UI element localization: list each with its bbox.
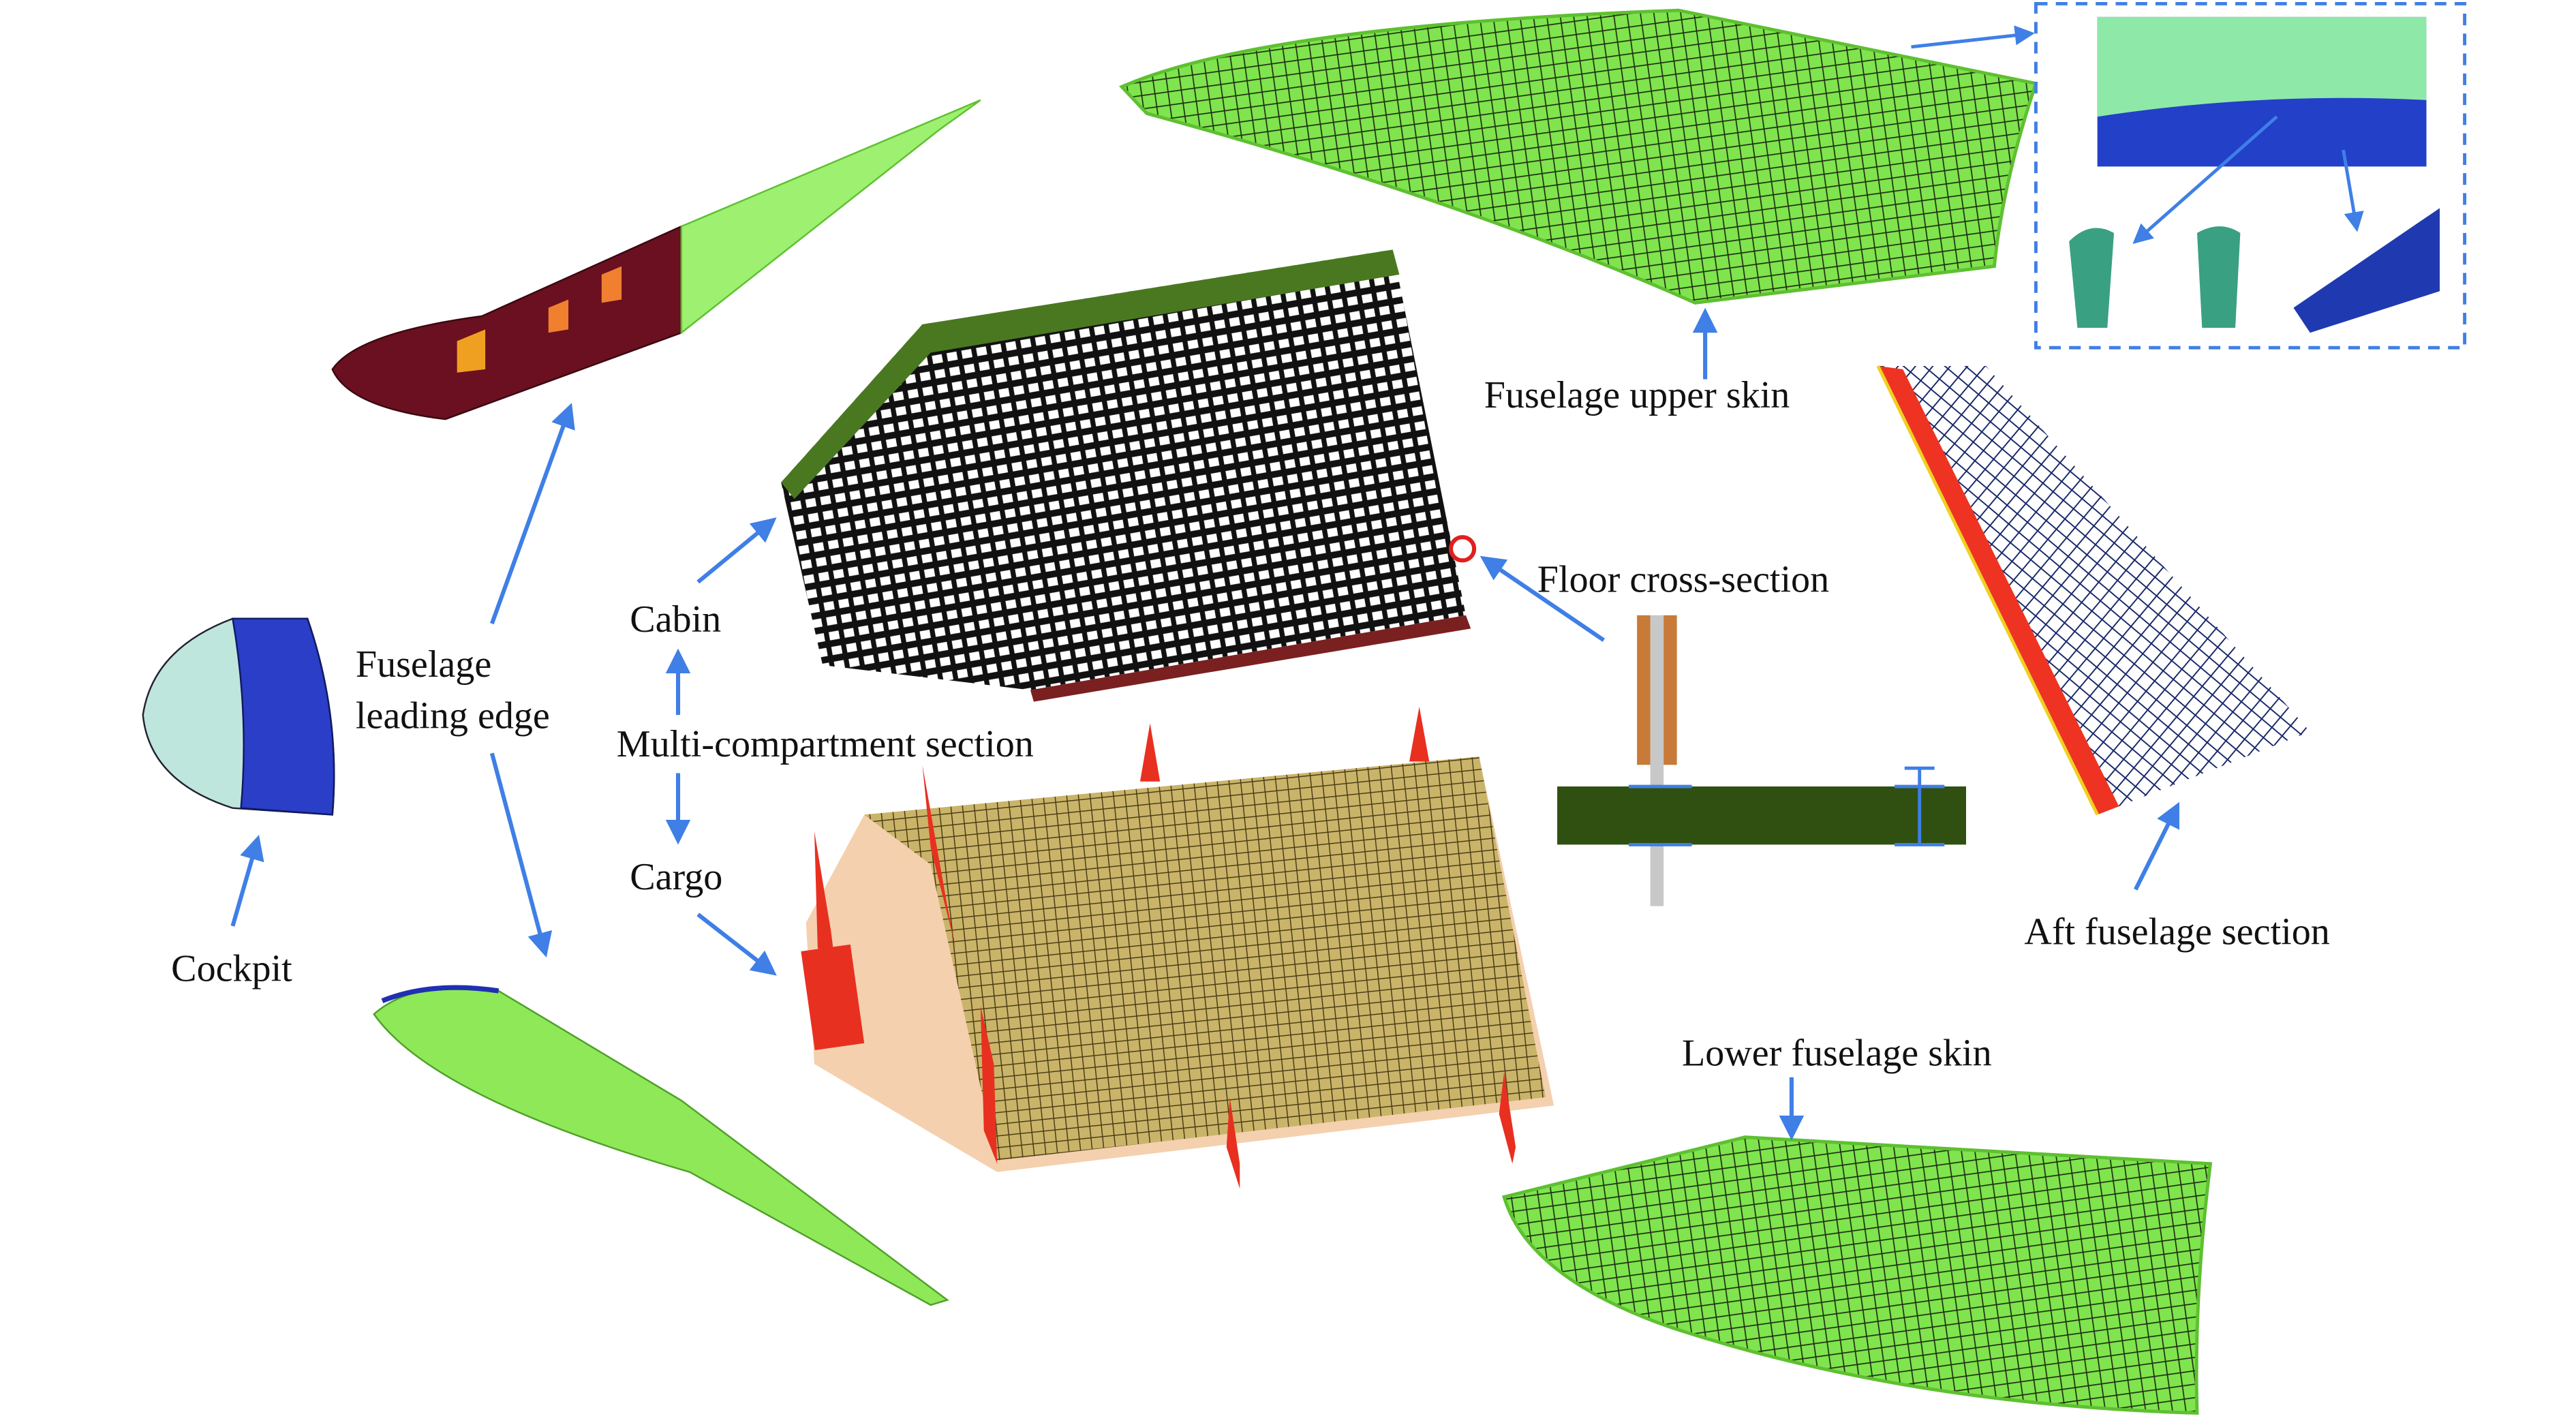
label-cabin: Cabin [630,598,721,641]
label-multi-compartment-section: Multi-compartment section [617,723,1034,765]
label-cockpit: Cockpit [171,947,292,990]
fuselage-upper-skin-model [1118,8,2038,305]
floor-detail-marker [1448,535,1477,563]
cargo-model [801,706,1554,1189]
label-aft-fuselage-section: Aft fuselage section [2024,911,2329,953]
label-fuselage-leading-edge-line2: leading edge [356,695,550,737]
annotation-arrows [230,307,2179,1141]
label-fuselage-leading-edge-line1: Fuselage [356,643,491,686]
lower-fuselage-skin-model [1501,1135,2213,1415]
fuselage-leading-edge-lower-model [373,985,949,1306]
label-floor-cross-section: Floor cross-section [1537,559,1829,601]
aft-fuselage-section-model [1876,365,2310,816]
stringer-part [2293,208,2440,333]
stringer-detail-inset [1911,1,2467,350]
floor-cross-section-model [1557,615,1966,906]
fuselage-leading-edge-upper-model [331,99,981,420]
clip-part-2 [2196,226,2241,328]
clip-part-1 [2069,228,2115,328]
cockpit-model [142,617,335,816]
cabin-model [781,249,1477,702]
label-cargo: Cargo [630,856,722,898]
label-fuselage-upper-skin: Fuselage upper skin [1484,374,1790,416]
label-lower-fuselage-skin: Lower fuselage skin [1682,1032,1992,1075]
